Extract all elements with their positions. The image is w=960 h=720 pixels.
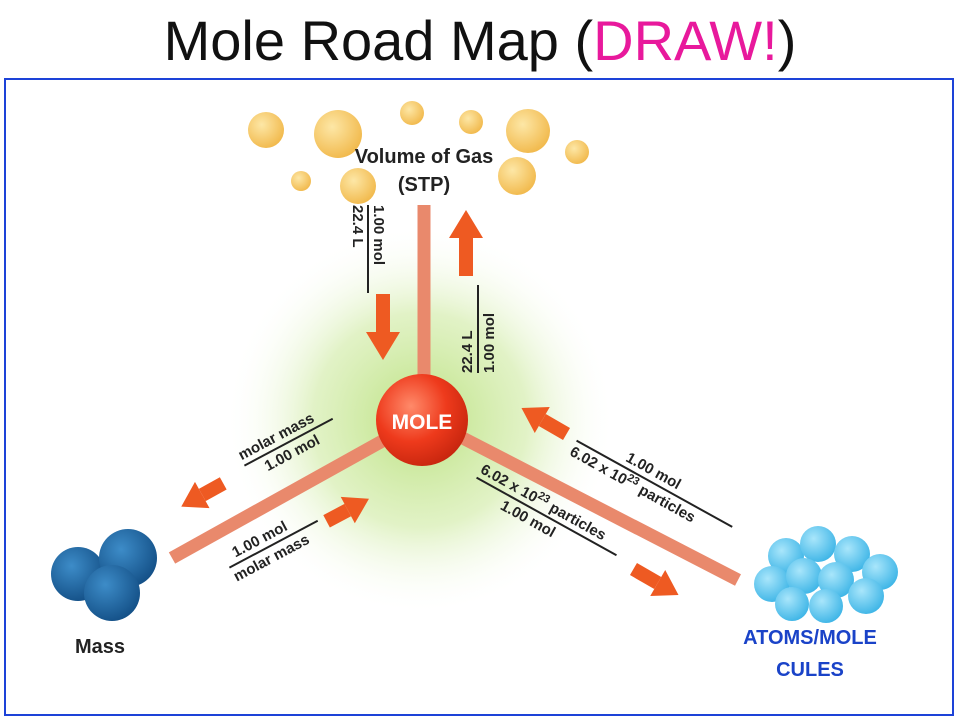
road-to-mass <box>168 428 399 564</box>
conversion-arrows <box>181 210 679 596</box>
factor-gas-to-mole: 1.00 mol 22.4 L <box>349 205 387 293</box>
road-lines <box>168 205 741 586</box>
arrow-mass-to-mole <box>323 496 369 528</box>
factor-bottom: 22.4 L <box>349 205 366 248</box>
mole-circle <box>376 374 468 466</box>
page-title: Mole Road Map (DRAW!) <box>163 9 797 72</box>
gas-label-line1: Volume of Gas <box>355 146 494 168</box>
diagram-frame <box>4 78 954 716</box>
arrow-mole-to-particles <box>629 562 679 596</box>
road-to-particles <box>452 428 741 586</box>
factor-bottom: 1.00 mol <box>481 313 498 373</box>
factor-top: 22.4 L <box>459 330 476 373</box>
particles-label-line1: ATOMS/MOLE <box>743 627 877 649</box>
factor-top: 1.00 mol <box>370 205 387 265</box>
mass-label: Mass <box>75 636 125 658</box>
factor-mole-to-gas: 22.4 L 1.00 mol <box>459 285 498 373</box>
gas-bubbles <box>248 101 589 204</box>
arrow-gas-to-mole <box>366 294 400 360</box>
mole-label: MOLE <box>392 411 453 434</box>
mass-spheres-icon <box>51 529 157 621</box>
particles-label-line2: CULES <box>776 659 844 681</box>
arrow-mole-to-gas <box>449 210 483 276</box>
title-accent: DRAW! <box>593 9 778 72</box>
arrow-mole-to-mass <box>181 477 227 509</box>
arrow-particles-to-mole <box>521 407 571 441</box>
mole-node: MOLE <box>376 374 468 466</box>
particle-cluster-icon <box>754 526 898 623</box>
gas-label-line2: (STP) <box>398 174 450 196</box>
